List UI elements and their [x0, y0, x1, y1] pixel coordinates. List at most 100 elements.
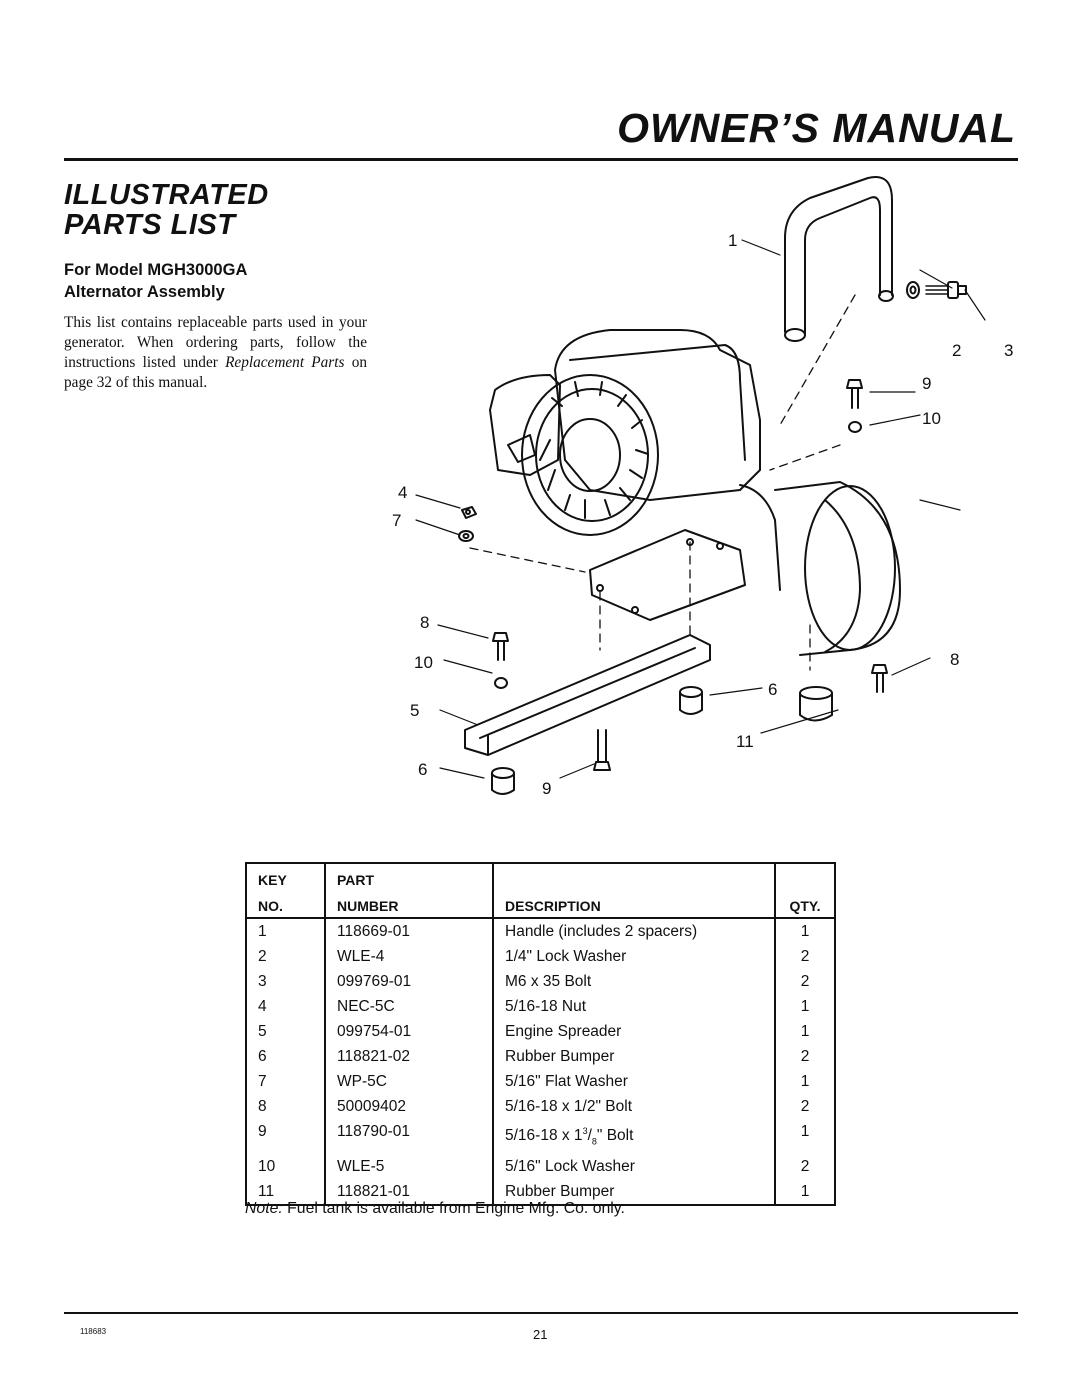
header-no: NO. [245, 888, 326, 919]
nut-4 [461, 506, 477, 519]
cell-qty: 2 [775, 969, 836, 994]
cell-key: 5 [245, 1019, 326, 1044]
handle-part [784, 176, 894, 342]
table-note: Note: Fuel tank is available from Engine… [245, 1200, 625, 1218]
note-text: Fuel tank is available from Engine Mfg. … [282, 1200, 625, 1217]
header-desc-spacer [493, 862, 776, 888]
table-row: 10 WLE-5 5/16" Lock Washer 2 [245, 1154, 836, 1180]
cell-part: 118821-01 [325, 1179, 494, 1207]
cell-qty: 2 [775, 1044, 836, 1069]
cell-part: 099754-01 [325, 1019, 494, 1044]
cell-description: 5/16-18 Nut [493, 994, 776, 1019]
cell-key: 10 [245, 1154, 326, 1180]
callout-4: 4 [398, 483, 407, 502]
model-name: For Model MGH3000GA [64, 261, 248, 279]
flat-washer-7 [458, 530, 474, 542]
callout-2: 2 [952, 341, 961, 360]
fraction-numerator: 3 [582, 1126, 588, 1136]
bolt-8-left [492, 632, 509, 661]
parts-table: KEY PART NO. NUMBER DESCRIPTION QTY. 1 1… [245, 862, 836, 1207]
cell-part: 118821-02 [325, 1044, 494, 1069]
model-heading: For Model MGH3000GA Alternator Assembly [64, 259, 247, 303]
cell-key: 9 [245, 1119, 326, 1155]
callout-5: 5 [410, 701, 419, 720]
recoil-starter [507, 374, 659, 536]
rubber-bumper-6-bottom [491, 767, 515, 795]
mounting-plate [589, 529, 746, 621]
section-title-line2: PARTS LIST [64, 209, 236, 241]
intro-text-after: on page 32 of this manual. [64, 354, 368, 391]
cell-qty: 1 [775, 1179, 836, 1207]
header-description: DESCRIPTION [493, 888, 776, 919]
cell-key: 3 [245, 969, 326, 994]
cell-qty: 1 [775, 1019, 836, 1044]
assembly-lines [469, 294, 856, 671]
intro-text-before: This list contains replaceable parts use… [64, 314, 367, 371]
cell-qty: 2 [775, 1094, 836, 1119]
exploded-parts-diagram: 1 2 3 9 10 4 7 8 10 8 6 5 11 6 9 [392, 176, 1013, 798]
cell-description: Engine Spreader [493, 1019, 776, 1044]
bolt-3 [925, 281, 967, 299]
cell-part: NEC-5C [325, 994, 494, 1019]
callout-3: 3 [1004, 341, 1013, 360]
cell-part: 118790-01 [325, 1119, 494, 1155]
table-row: 9 118790-01 5/16-18 x 13/8" Bolt 1 [245, 1119, 836, 1155]
table-row: 8 50009402 5/16-18 x 1/2" Bolt 2 [245, 1094, 836, 1119]
callout-6-mid: 6 [768, 680, 777, 699]
callout-8: 8 [420, 613, 429, 632]
cell-key: 11 [245, 1179, 326, 1207]
bolt-8-right [871, 664, 888, 693]
footer-rule [64, 1312, 1018, 1314]
table-row: 6 118821-02 Rubber Bumper 2 [245, 1044, 836, 1069]
lock-washer-10-top [848, 421, 862, 433]
cell-part: WLE-5 [325, 1154, 494, 1180]
cell-key: 4 [245, 994, 326, 1019]
cell-qty: 1 [775, 994, 836, 1019]
bolt-9-bottom [593, 729, 611, 771]
rubber-bumper-6-mid [679, 686, 703, 715]
callout-7: 7 [392, 511, 401, 530]
cell-part: 50009402 [325, 1094, 494, 1119]
engine-spreader [464, 634, 711, 756]
cell-description: 5/16-18 x 1/2" Bolt [493, 1094, 776, 1119]
fraction-denominator: 8 [591, 1136, 597, 1147]
description-suffix: " Bolt [596, 1127, 634, 1145]
cell-qty: 1 [775, 1069, 836, 1094]
cell-key: 6 [245, 1044, 326, 1069]
callout-10: 10 [922, 409, 941, 428]
header-number: NUMBER [325, 888, 494, 919]
table-row: 11 118821-01 Rubber Bumper 1 [245, 1179, 836, 1207]
cell-description: 1/4" Lock Washer [493, 944, 776, 969]
engine-housing [489, 329, 761, 501]
header-rule [64, 158, 1018, 161]
cell-qty: 1 [775, 918, 836, 944]
cell-description: 5/16" Flat Washer [493, 1069, 776, 1094]
cell-qty: 2 [775, 1154, 836, 1180]
cell-key: 7 [245, 1069, 326, 1094]
cell-qty: 1 [775, 1119, 836, 1155]
note-label: Note: [245, 1200, 283, 1217]
callout-9-bottom: 9 [542, 779, 551, 798]
intro-emphasis: Replacement Parts [225, 354, 345, 371]
table-row: 2 WLE-4 1/4" Lock Washer 2 [245, 944, 836, 969]
header-key: KEY [245, 862, 326, 888]
header-qty-spacer [775, 862, 836, 888]
cell-description: Rubber Bumper [493, 1044, 776, 1069]
cell-part: 118669-01 [325, 918, 494, 944]
header-qty: QTY. [775, 888, 836, 919]
callout-6-bottom: 6 [418, 760, 427, 779]
callout-labels: 1 2 3 9 10 4 7 8 10 8 6 5 11 6 9 [392, 231, 1013, 798]
document-number: 118683 [80, 1327, 107, 1336]
intro-paragraph: This list contains replaceable parts use… [64, 313, 367, 393]
leader-lines [415, 239, 986, 779]
table-row: 3 099769-01 M6 x 35 Bolt 2 [245, 969, 836, 994]
callout-10-left: 10 [414, 653, 433, 672]
table-row: 4 NEC-5C 5/16-18 Nut 1 [245, 994, 836, 1019]
page-number: 21 [533, 1327, 548, 1342]
cell-description: 5/16" Lock Washer [493, 1154, 776, 1180]
cell-part: WP-5C [325, 1069, 494, 1094]
description-prefix: 5/16-18 x 1 [505, 1127, 583, 1145]
bolt-9-top [846, 379, 863, 409]
table-header-row: KEY PART [245, 862, 836, 888]
cell-description: M6 x 35 Bolt [493, 969, 776, 994]
